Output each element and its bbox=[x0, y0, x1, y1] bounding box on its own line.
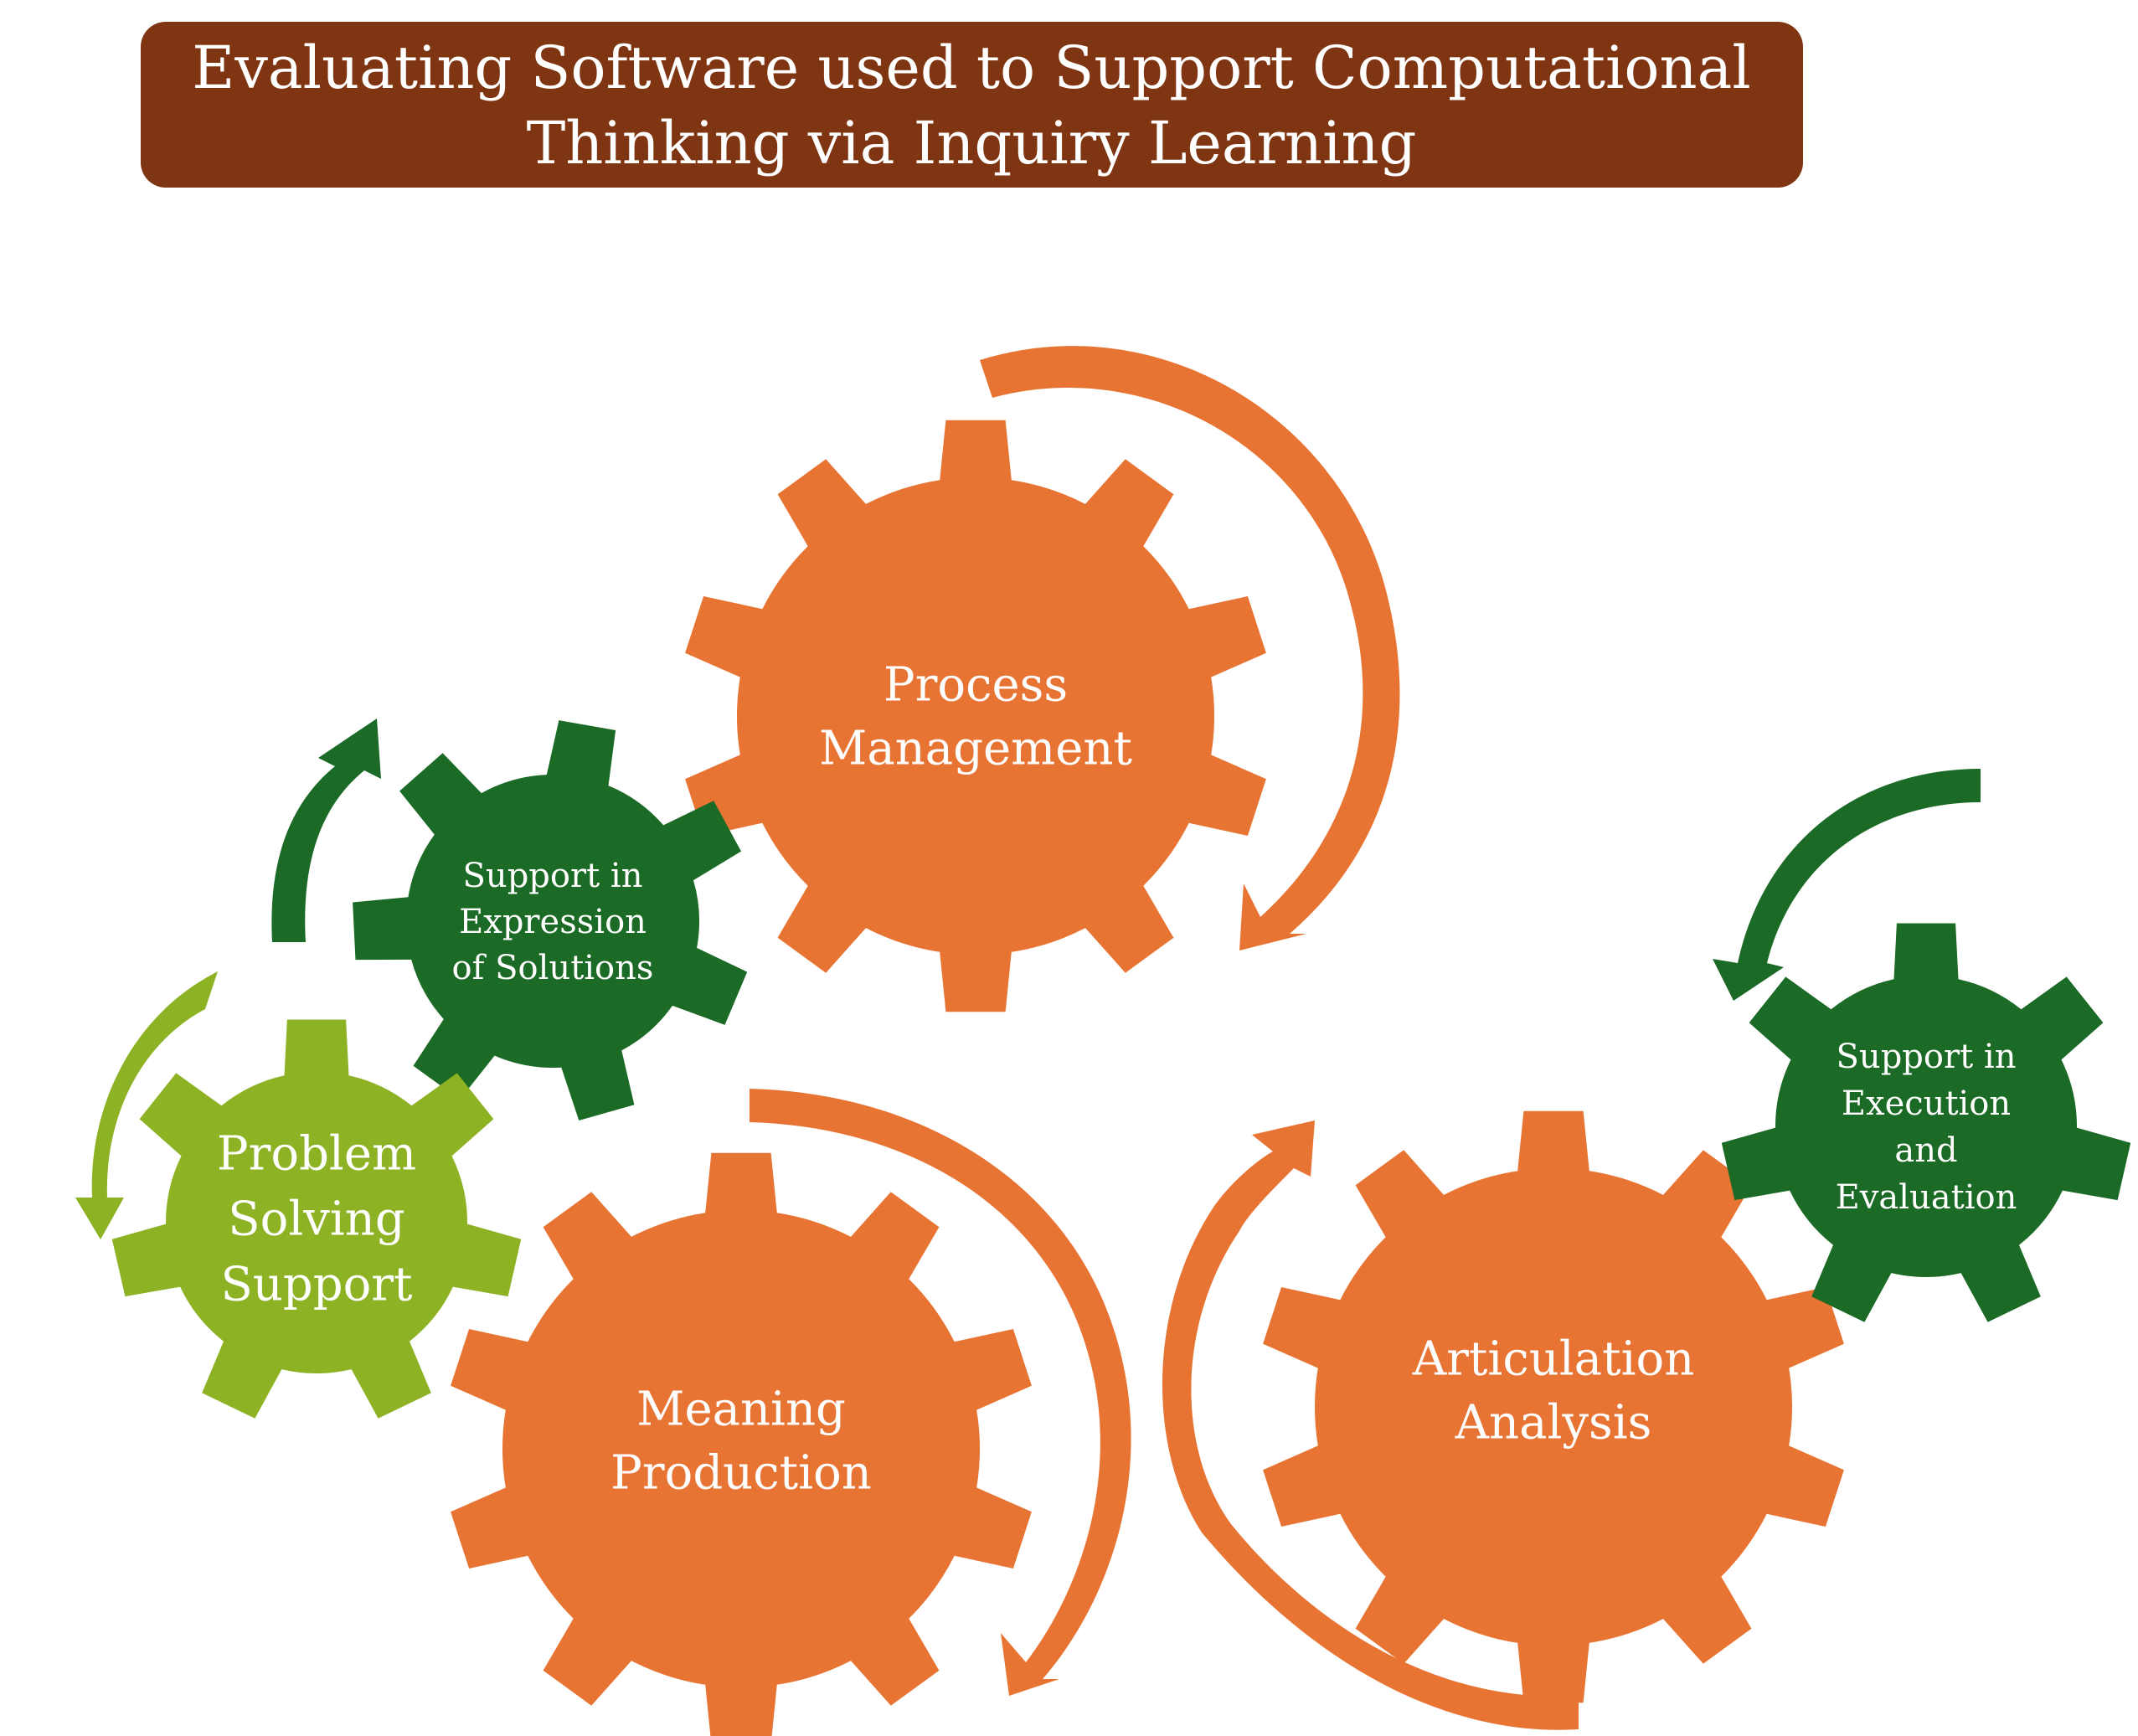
gear-support-expression: Support in Expression of Solutions bbox=[353, 720, 748, 1120]
support-execution-label-line: and bbox=[1894, 1131, 1957, 1170]
title-background bbox=[141, 22, 1803, 188]
meaning-production-label-line: Meaning bbox=[636, 1383, 846, 1437]
meaning-production-cycle-arrow bbox=[750, 1089, 1131, 1696]
support-expression-label: Support in Expression of Solutions bbox=[452, 857, 654, 987]
support-execution-label-line: Evaluation bbox=[1836, 1178, 2017, 1217]
support-expression-label-line: of Solutions bbox=[452, 949, 654, 987]
articulation-analysis-label-line: Analysis bbox=[1455, 1396, 1652, 1450]
support-execution-label-line: Execution bbox=[1842, 1084, 2011, 1123]
arrows bbox=[75, 346, 1981, 1730]
support-execution-gear-shape bbox=[1721, 923, 2131, 1322]
process-management-gear-shape bbox=[685, 420, 1266, 1012]
support-expression-label-line: Expression bbox=[459, 903, 647, 941]
support-expression-gear-shape bbox=[353, 720, 748, 1120]
process-management-label-line: Process bbox=[884, 658, 1068, 713]
articulation-analysis-gear-shape bbox=[1263, 1110, 1844, 1703]
problem-solving-arrow bbox=[75, 971, 218, 1239]
problem-solving-label-line: Solving bbox=[228, 1193, 404, 1247]
meaning-production-gear-shape bbox=[451, 1152, 1032, 1736]
support-execution-arrow bbox=[1713, 769, 1981, 1001]
title-banner: Evaluating Software used to Support Comp… bbox=[141, 22, 1803, 188]
title-line-1: Evaluating Software used to Support Comp… bbox=[192, 33, 1751, 102]
articulation-analysis-cycle-arrow bbox=[1162, 1120, 1579, 1730]
support-expression-label-line: Support in bbox=[463, 857, 643, 895]
problem-solving-label-line: Support bbox=[220, 1258, 413, 1312]
title-line-2: Thinking via Inquiry Learning bbox=[527, 109, 1417, 178]
support-execution-label-line: Support in bbox=[1837, 1038, 2017, 1076]
articulation-analysis-label-line: Articulation bbox=[1412, 1332, 1695, 1387]
problem-solving-gear-shape bbox=[111, 1019, 522, 1419]
meaning-production-label-line: Production bbox=[610, 1446, 872, 1501]
support-expression-arrow bbox=[271, 719, 381, 942]
problem-solving-label-line: Problem bbox=[217, 1127, 416, 1182]
process-management-label-line: Management bbox=[819, 722, 1132, 776]
